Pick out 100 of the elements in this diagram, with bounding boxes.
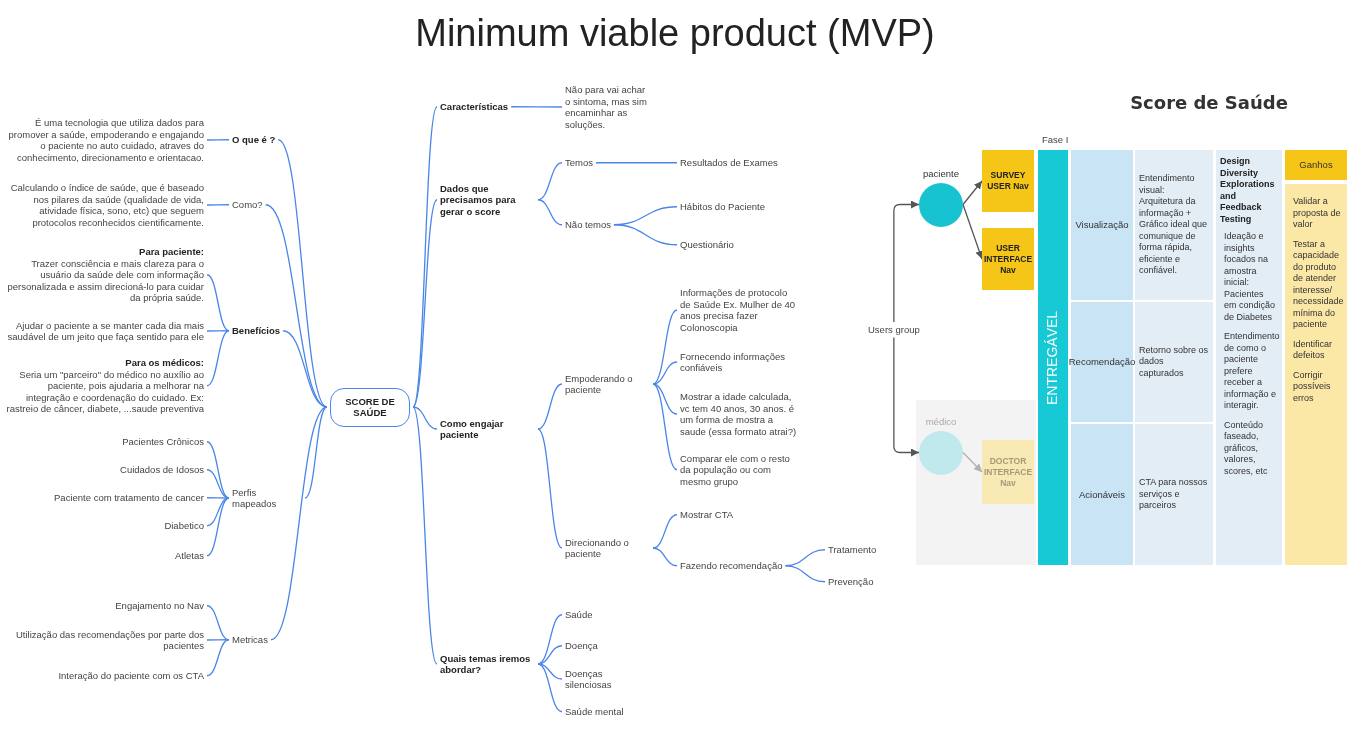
panel-background: [916, 400, 1036, 565]
connector-line: [652, 383, 678, 415]
connector-line: [206, 639, 230, 641]
connector-line: [537, 162, 563, 201]
table-cell: Retorno sobre os dados capturados: [1135, 302, 1213, 422]
connector-line: [412, 106, 438, 408]
connector-line: [206, 605, 230, 641]
bullet-item: Entendimento de como o paciente prefere receber a informação e interagir.: [1224, 331, 1278, 412]
row-header: Visualização: [1071, 150, 1133, 300]
topic-label: Perfis mapeados: [232, 486, 302, 510]
topic-label: Fornecendo informações confiáveis: [680, 350, 800, 374]
connector-line: [282, 330, 328, 408]
connector-line: [595, 162, 678, 164]
topic-label: Direcionando o paciente: [565, 536, 650, 560]
topic-label: Cuidados de Idosos: [120, 464, 204, 476]
title: Minimum viable product (MVP): [414, 12, 936, 55]
connector-line: [537, 645, 563, 665]
topic-label: Pacientes Crônicos: [122, 436, 204, 448]
branch-label: Características: [440, 101, 509, 113]
topic-label: Não temos: [565, 219, 611, 231]
arrow: [962, 203, 984, 260]
connector-line: [206, 497, 230, 557]
topic-label: Engajamento no Nav: [115, 600, 204, 612]
row-header: Recomendação: [1071, 302, 1133, 422]
topic-label: Ajudar o paciente a se manter cada dia mais saudável de um jeito que faça sentido para ele: [4, 319, 204, 343]
sticky-note: DOCTOR INTERFACE Nav: [982, 440, 1034, 504]
arrow: [893, 336, 920, 457]
branch-label: Como engajar paciente: [440, 417, 535, 441]
connector-line: [510, 106, 563, 108]
topic-label: Mostrar CTA: [680, 509, 734, 521]
topic-label: Questionário: [680, 239, 734, 251]
topic-label: Mostrar a idade calculada, vc tem 40 anos, 30 anos. é um forma de mostra a saude (essa formato atrai?): [680, 391, 800, 437]
topic-label: Informações de protocolo de Saúde Ex. Mulher de 40 anos precisa fazer Colonoscopia: [680, 287, 800, 333]
bullet-item: Corrigir possíveis erros: [1293, 369, 1332, 404]
branch-label: Benefícios: [232, 325, 281, 337]
topic-label: Não para vai achar o sintoma, mas sim encaminhar as soluções.: [565, 84, 650, 130]
node-label: paciente: [922, 168, 960, 180]
connector-line: [412, 406, 438, 665]
connector-line: [537, 614, 563, 665]
column-header: Ganhos: [1285, 150, 1347, 180]
topic-label: Comparar ele com o resto da população ou com mesmo grupo: [680, 452, 800, 487]
topic-label: Calculando o índice de saúde, que é baseado nos pilares da saúde (qualidade de vida, atividade física, sono, etc) que seguem protocolos reconhecidos cientificamente.: [4, 182, 204, 228]
note-heading: Para paciente:: [138, 246, 204, 258]
table-cell: Entendimento visual: Arquitetura da informação + Gráfico ideal que comunique de forma rápida, eficiente e confiável.: [1135, 150, 1213, 300]
connector-line: [206, 639, 230, 677]
connector-line: [412, 406, 438, 430]
bullet-item: Testar a capacidade do produto de atender interesse/ necessidade mínima do paciente: [1293, 238, 1343, 331]
connector-line: [206, 274, 230, 332]
connector-line: [613, 224, 678, 246]
branch-label: Quais temas iremos abordar?: [440, 652, 535, 676]
topic-label: Hábitos do Paciente: [680, 201, 766, 213]
note-text: Trazer consciência e mais clareza para o usuário da saúde dele com informação personalizada e assim direcioná-lo para cuidar da própria saúde.: [6, 257, 204, 304]
bullet-item: Validar a proposta de valor: [1293, 196, 1342, 231]
side-label: Fase I: [1042, 134, 1069, 145]
topic-label: Resultados de Exames: [680, 157, 778, 169]
topic-label: Saúde: [565, 609, 593, 621]
connector-line: [537, 199, 563, 226]
sticky-note: USER INTERFACE Nav: [982, 228, 1034, 290]
topic-label: Utilização das recomendações por parte dos pacientes: [4, 628, 204, 652]
topic-label: Prevenção: [828, 576, 874, 588]
connector-line: [206, 139, 230, 141]
sticky-note: SURVEY USER Nav: [982, 150, 1034, 212]
branch-label: O que é ?: [232, 134, 276, 146]
connector-line: [652, 547, 678, 567]
arrow: [893, 200, 920, 323]
topic-label: Fazendo recomendação: [680, 560, 783, 572]
connector-line: [652, 514, 678, 549]
phase-bar: ENTREGÁVEL: [1038, 150, 1068, 565]
root-node: SCORE DE SAÚDE: [330, 387, 410, 427]
topic-label: Diabetico: [164, 520, 204, 532]
bullet-item: Conteúdo faseado, gráficos, valores, scores, etc: [1224, 419, 1269, 477]
topic-label: Doença: [565, 640, 598, 652]
connector-line: [412, 199, 438, 408]
connector-line: [537, 428, 563, 549]
connector-line: [784, 565, 826, 583]
topic-label: Metricas: [232, 634, 268, 646]
topic-label: Paciente com tratamento de cancer: [54, 492, 204, 504]
topic-label: Empoderando o paciente: [565, 372, 650, 396]
note-text: Seria um "parceiro" do médico no auxílio ao paciente, pois ajudaria a melhorar na integração e coordenação do cuidado. Ex: rastreio de câncer, diabete, ...saude preventiva: [5, 368, 204, 415]
connector-line: [652, 361, 678, 385]
connector-line: [537, 383, 563, 430]
info-panel: [1285, 184, 1347, 565]
connector-line: [537, 663, 563, 713]
arrow: [962, 451, 983, 473]
connector-line: [206, 204, 230, 206]
panel-heading: Design Diversity Explorations and Feedback Testing: [1220, 156, 1276, 225]
row-header: Acionáveis: [1071, 424, 1133, 565]
topic-label: Tratamento: [828, 544, 877, 556]
topic-label: É uma tecnologia que utiliza dados para promover a saúde, empoderando e engajando o paciente no auto cuidado, atraves do conhecimento, direcionamento e orientacao.: [4, 117, 204, 163]
bullet-item: Identificar defeitos: [1293, 338, 1334, 362]
note-heading: Para os médicos:: [124, 357, 204, 369]
connector-line: [206, 330, 230, 332]
topic-label: Temos: [565, 157, 593, 169]
connector-line: [206, 330, 230, 387]
bullet-item: Ideação e insights focados na amostra inicial: Pacientes em condição de Diabetes: [1224, 231, 1277, 323]
topic-label: Como?: [232, 199, 263, 211]
topic-label: Atletas: [174, 550, 204, 562]
info-panel: [1216, 150, 1282, 565]
arrow: [962, 180, 983, 206]
connector-line: [206, 497, 230, 499]
